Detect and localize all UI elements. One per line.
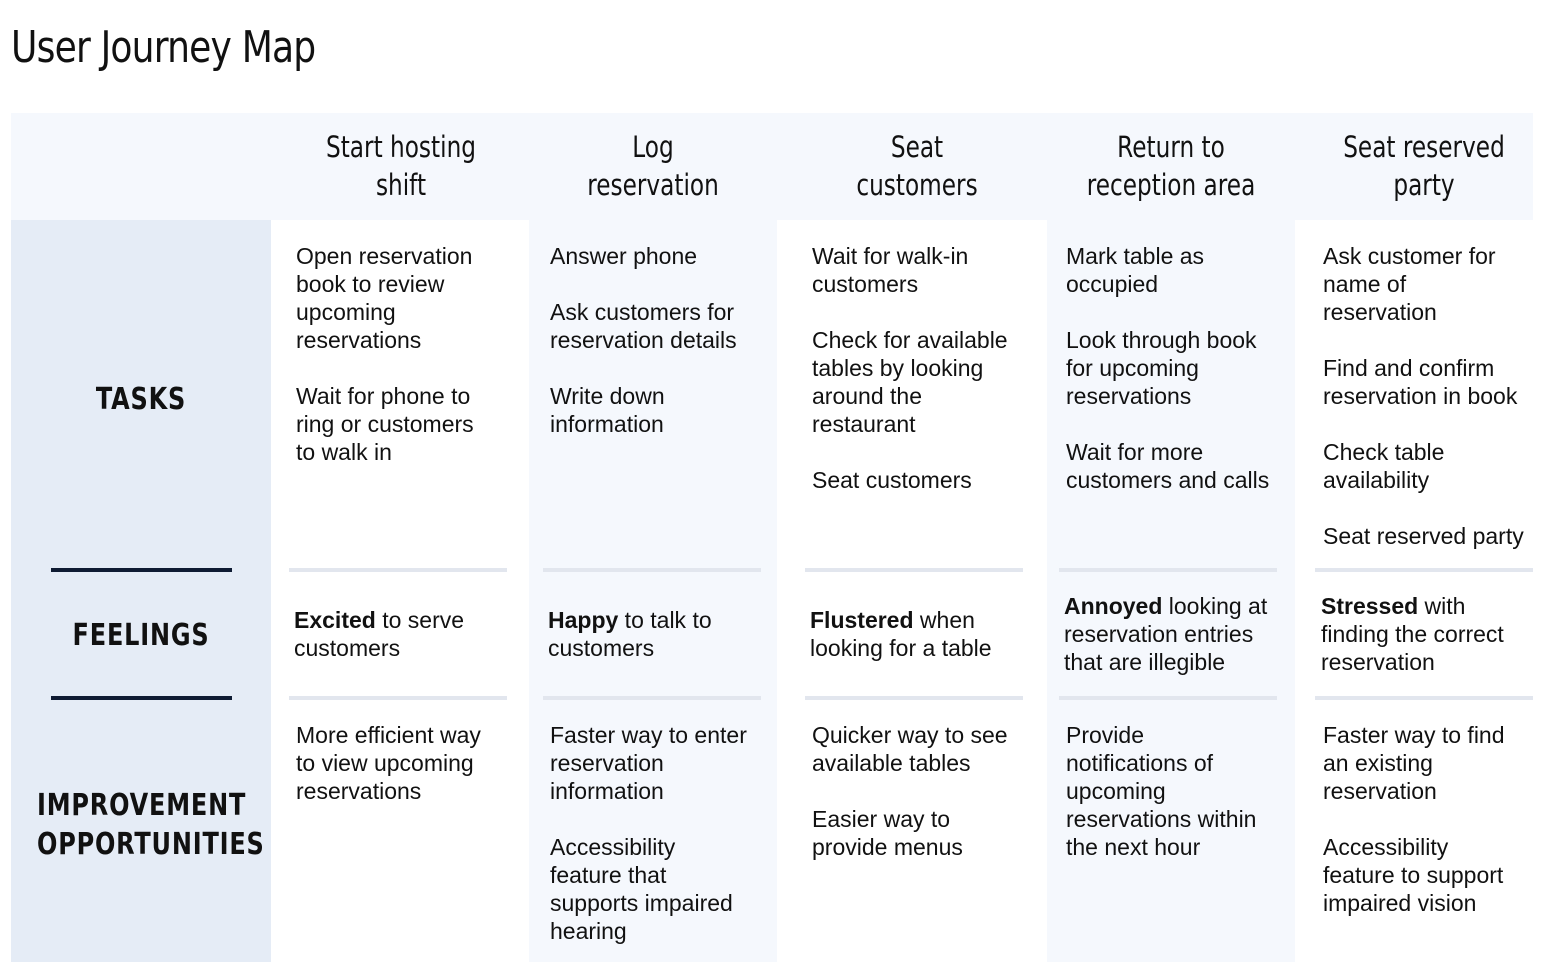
- row-label-line: IMPROVEMENT: [37, 788, 247, 823]
- stage-title-line: reservation: [587, 168, 719, 202]
- feeling-detail: with finding the correct reservation: [1321, 593, 1504, 675]
- stage-title-line: Seat: [890, 130, 944, 164]
- task-item: Wait for phone to ring or customers to w…: [296, 383, 474, 465]
- row-divider: [1315, 568, 1533, 572]
- improvement-cell: Quicker way to see available tables Easi…: [812, 721, 1044, 861]
- task-item: Seat customers: [812, 467, 972, 493]
- row-divider: [51, 568, 232, 572]
- improvement-item: Faster way to enter reservation informat…: [550, 722, 747, 804]
- row-label-improvement: IMPROVEMENT OPPORTUNITIES: [37, 786, 265, 864]
- improvement-cell: Faster way to enter reservation informat…: [550, 721, 775, 945]
- feeling-cell: Flustered when looking for a table: [810, 606, 1042, 662]
- row-label-column: [11, 220, 271, 962]
- feeling-emotion: Annoyed: [1064, 593, 1163, 619]
- feeling-detail: when looking for a table: [810, 607, 992, 661]
- tasks-cell: Wait for walk-in customers Check for ava…: [812, 242, 1044, 494]
- row-divider: [805, 696, 1023, 700]
- feeling-emotion: Stressed: [1321, 593, 1419, 619]
- row-divider: [51, 696, 232, 700]
- row-label-tasks: TASKS: [95, 382, 187, 417]
- feeling-text: Excited to serve customers: [294, 606, 519, 662]
- stage-title: Log reservation: [557, 128, 749, 204]
- feeling-text: Flustered when looking for a table: [810, 606, 1042, 662]
- stage-title-line: Start hosting: [325, 130, 476, 164]
- feeling-emotion: Excited: [294, 607, 376, 633]
- improvement-item: Provide notifications of upcoming reserv…: [1066, 722, 1257, 860]
- feeling-cell: Happy to talk to customers: [548, 606, 773, 662]
- row-divider: [543, 696, 761, 700]
- feeling-cell: Stressed with finding the correct reserv…: [1321, 592, 1537, 676]
- row-divider: [543, 568, 761, 572]
- stage-title-line: Log: [632, 130, 674, 164]
- stage-title: Return to reception area: [1071, 128, 1271, 204]
- task-item: Look through book for upcoming reservati…: [1066, 327, 1257, 409]
- task-item: Mark table as occupied: [1066, 243, 1205, 297]
- task-item: Answer phone: [550, 243, 698, 269]
- row-label-line: OPPORTUNITIES: [37, 827, 265, 862]
- stage-title: Start hosting shift: [305, 128, 497, 204]
- task-item: Ask customer for name of reservation: [1323, 243, 1496, 325]
- task-item: Wait for walk-in customers: [812, 243, 969, 297]
- feeling-detail: looking at reservation entries that are …: [1064, 593, 1268, 675]
- task-item: Check table availability: [1323, 439, 1445, 493]
- stage-title-line: shift: [375, 168, 427, 202]
- stage-title: Seat reserved party: [1324, 128, 1524, 204]
- tasks-cell: Answer phone Ask customers for reservati…: [550, 242, 775, 438]
- feeling-detail: to serve customers: [294, 607, 465, 661]
- improvement-item: Faster way to find an existing reservati…: [1323, 722, 1505, 804]
- stage-column-5: [1295, 220, 1533, 962]
- row-divider: [1315, 696, 1533, 700]
- task-item: Wait for more customers and calls: [1066, 439, 1270, 493]
- page-title: User Journey Map: [11, 22, 316, 73]
- row-divider: [289, 696, 507, 700]
- feeling-emotion: Flustered: [810, 607, 914, 633]
- feeling-detail: to talk to customers: [548, 607, 712, 661]
- tasks-cell: Mark table as occupied Look through book…: [1066, 242, 1291, 494]
- improvement-cell: More efficient way to view upcoming rese…: [296, 721, 521, 805]
- feeling-emotion: Happy: [548, 607, 619, 633]
- improvement-item: Quicker way to see available tables: [812, 722, 1008, 776]
- task-item: Open reservation book to review upcoming…: [296, 243, 473, 353]
- feeling-text: Happy to talk to customers: [548, 606, 773, 662]
- stage-column-3: [777, 220, 1047, 962]
- stage-title-line: customers: [856, 168, 978, 202]
- row-divider: [289, 568, 507, 572]
- row-divider: [1059, 696, 1277, 700]
- task-item: Ask customers for reservation details: [550, 299, 737, 353]
- task-item: Check for available tables by looking ar…: [812, 327, 1008, 437]
- stage-title-line: Return to: [1117, 130, 1225, 164]
- improvement-item: Easier way to provide menus: [812, 806, 963, 860]
- feeling-cell: Excited to serve customers: [294, 606, 519, 662]
- row-divider: [1059, 568, 1277, 572]
- feeling-cell: Annoyed looking at reservation entries t…: [1064, 592, 1289, 676]
- row-label-feelings: FEELINGS: [72, 618, 210, 653]
- task-item: Seat reserved party: [1323, 523, 1524, 549]
- task-item: Write down information: [550, 383, 665, 437]
- stage-column-2: [529, 220, 777, 962]
- row-divider: [805, 568, 1023, 572]
- stage-title-line: party: [1393, 168, 1455, 202]
- improvement-item: Accessibility feature that supports impa…: [550, 834, 733, 944]
- improvement-item: Accessibility feature to support impaire…: [1323, 834, 1504, 916]
- improvement-item: More efficient way to view upcoming rese…: [296, 722, 481, 804]
- improvement-cell: Faster way to find an existing reservati…: [1323, 721, 1539, 917]
- feeling-text: Annoyed looking at reservation entries t…: [1064, 592, 1289, 676]
- tasks-cell: Ask customer for name of reservation Fin…: [1323, 242, 1539, 550]
- stage-title: Seat customers: [817, 128, 1017, 204]
- stage-column-4: [1047, 220, 1295, 962]
- feeling-text: Stressed with finding the correct reserv…: [1321, 592, 1537, 676]
- task-item: Find and confirm reservation in book: [1323, 355, 1518, 409]
- stage-column-1: [271, 220, 529, 962]
- stage-header-band: [11, 113, 1533, 220]
- stage-title-line: reception area: [1086, 168, 1256, 202]
- tasks-cell: Open reservation book to review upcoming…: [296, 242, 521, 466]
- stage-title-line: Seat reserved: [1343, 130, 1505, 164]
- improvement-cell: Provide notifications of upcoming reserv…: [1066, 721, 1291, 861]
